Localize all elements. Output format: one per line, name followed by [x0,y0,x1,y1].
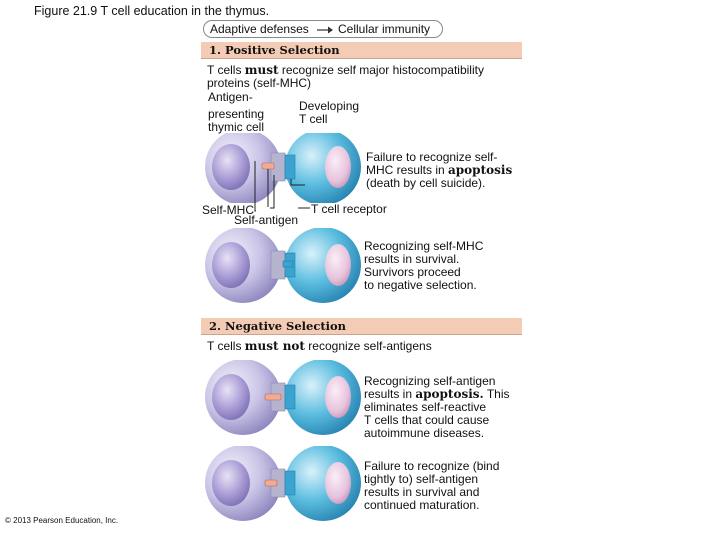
label-connectors [254,195,310,212]
breadcrumb-item-cellular-immunity[interactable]: Cellular immunity [338,22,431,36]
arrow-right-icon [316,21,334,41]
positive-survival-text: Recognizing self-MHC results in survival… [364,239,484,292]
positive-fail-cell-pair [205,133,362,203]
positive-rule-text: T cells must recognize self major histoc… [207,63,484,90]
negative-selection-header: 2. Negative Selection [201,318,522,335]
apc-label: Antigen- presenting thymic cell [208,90,265,134]
negative-selection-title: 2. Negative Selection [209,319,347,333]
breadcrumb-item-adaptive-defenses[interactable]: Adaptive defenses [210,22,309,36]
self-antigen-icon [261,162,275,170]
breadcrumb: Adaptive defenses Cellular immunity [203,20,443,38]
negative-apoptosis-cell-pair [205,360,362,436]
positive-failure-text: Failure to recognize self- MHC results i… [366,150,513,190]
negative-survival-text: Failure to recognize (bind tightly to) s… [364,459,500,512]
positive-survive-cell-pair [205,228,362,304]
self-antigen-icon [264,479,278,487]
self-antigen-label: Self-antigen [234,213,299,227]
tcell-receptor-label: T cell receptor [311,202,387,216]
developing-tcell-label: Developing T cell [299,99,360,126]
negative-rule-text: T cells must not recognize self-antigens [207,339,432,353]
negative-apoptosis-text: Recognizing self-antigen results in apop… [364,374,510,440]
self-mhc-label: Self-MHC [202,203,255,217]
self-antigen-icon [264,393,282,401]
negative-survive-cell-pair [205,446,362,522]
positive-selection-title: 1. Positive Selection [209,43,340,57]
copyright-notice: © 2013 Pearson Education, Inc. [5,516,119,525]
figure-title: Figure 21.9 T cell education in the thym… [34,4,270,18]
positive-selection-header: 1. Positive Selection [201,42,522,59]
